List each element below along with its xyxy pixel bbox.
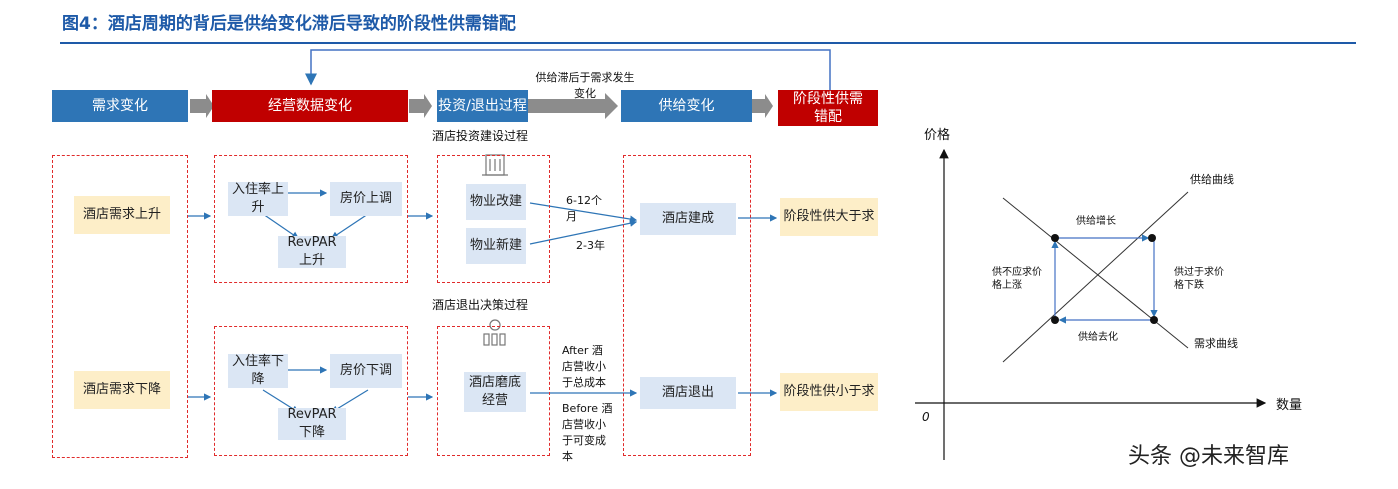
price-up-label-1: 供不应求价	[992, 267, 1042, 278]
before-note: Before 酒 店营收小 于可变成 本	[562, 401, 612, 465]
arrow-occ-revpar-up	[262, 213, 299, 239]
arrow-newbuild-built	[529, 219, 638, 245]
demand-curve-label: 需求曲线	[1194, 337, 1238, 350]
gray-arrow-1	[190, 94, 214, 118]
point-bottom-right	[1150, 316, 1158, 324]
point-top-left	[1051, 234, 1059, 242]
watermark: 头条 @未来智库	[1128, 444, 1289, 469]
supply-lag-line1: 供给滞后于需求发生	[535, 71, 635, 84]
revpar-down-line1: RevPAR	[287, 407, 337, 422]
supply-curve-line	[1002, 191, 1189, 363]
gray-arrow-3	[528, 93, 618, 119]
header-mismatch: 阶段性供需 错配	[778, 90, 878, 126]
demand-up-box: 酒店需求上升	[74, 196, 170, 234]
supply-curve-label: 供给曲线	[1190, 173, 1234, 186]
after-note: After 酒 店营收小 于总成本	[562, 343, 606, 391]
revpar-up-line2: 上升	[298, 253, 325, 268]
build-process-label: 酒店投资建设过程	[432, 129, 529, 143]
ops-up-frame	[214, 155, 408, 283]
supply-lag-line2: 变化	[574, 87, 596, 100]
before-note-1: Before 酒	[562, 402, 613, 415]
demand-down-box: 酒店需求下降	[74, 371, 170, 409]
origin-label: 0	[922, 410, 930, 424]
after-note-3: 于总成本	[562, 376, 606, 389]
header-supply-change: 供给变化	[621, 90, 752, 122]
ops-down-frame	[214, 326, 408, 456]
price-down-label: 供过于求价 格下跌	[1174, 266, 1224, 292]
arrow-renov-built	[529, 202, 638, 223]
price-down-label-2: 格下跌	[1174, 280, 1204, 291]
revpar-down-box: RevPAR 下降	[278, 407, 346, 440]
before-note-2: 店营收小	[562, 418, 606, 431]
after-note-1: After 酒	[562, 344, 603, 357]
time-label-1b: 月	[566, 210, 577, 223]
title-rule	[60, 42, 1356, 44]
new-build-box: 物业新建	[466, 228, 526, 264]
occ-down-box: 入住率下降	[228, 354, 288, 388]
grind-box: 酒店磨底经营	[464, 372, 526, 412]
gray-arrow-4	[752, 94, 773, 118]
price-down-label-1: 供过于求价	[1174, 267, 1224, 278]
supply-growth-label: 供给增长	[1076, 216, 1116, 227]
demand-curve-line	[1002, 197, 1189, 349]
time-label-2: 2-3年	[576, 239, 605, 252]
gray-arrow-2	[409, 94, 432, 118]
header-ops-data-change: 经营数据变化	[212, 90, 408, 122]
undersupply-box: 阶段性供小于求	[780, 373, 878, 411]
price-up-label-2: 格上涨	[992, 280, 1022, 291]
build-frame	[437, 155, 550, 283]
exit-process-label: 酒店退出决策过程	[432, 298, 529, 312]
hotel-built-box: 酒店建成	[640, 203, 736, 235]
renovation-box: 物业改建	[466, 184, 526, 220]
demand-column-frame	[52, 155, 188, 458]
revpar-up-box: RevPAR 上升	[278, 235, 346, 268]
supply-lag-note: 供给滞后于需求发生 变化	[530, 70, 640, 102]
header-demand-change: 需求变化	[52, 90, 188, 122]
arrow-price-revpar-up	[331, 213, 369, 239]
hotel-exit-box: 酒店退出	[640, 377, 736, 409]
header-mismatch-line1: 阶段性供需	[793, 91, 863, 107]
exit-frame	[437, 326, 550, 456]
header-ops-data-change-label: 经营数据变化	[268, 98, 352, 114]
time-label-1a: 6-12个	[566, 194, 602, 207]
point-top-right	[1148, 234, 1156, 242]
after-note-2: 店营收小	[562, 360, 606, 373]
feedback-loop-line	[305, 49, 831, 92]
header-demand-change-label: 需求变化	[92, 98, 148, 114]
before-note-4: 本	[562, 450, 573, 463]
header-invest-exit: 投资/退出过程	[437, 90, 528, 122]
occ-up-box: 入住率上升	[228, 182, 288, 216]
figure-title: 图4：酒店周期的背后是供给变化滞后导致的阶段性供需错配	[62, 14, 516, 34]
time-label-1: 6-12个 月	[566, 193, 602, 225]
revpar-up-line1: RevPAR	[287, 235, 337, 250]
money-icon	[483, 319, 506, 346]
before-note-3: 于可变成	[562, 434, 606, 447]
y-axis-label: 价格	[924, 128, 951, 143]
point-bottom-left	[1051, 316, 1059, 324]
price-down-box: 房价下调	[330, 354, 402, 388]
header-mismatch-line2: 错配	[814, 109, 842, 125]
price-up-box: 房价上调	[330, 182, 402, 216]
header-invest-exit-label: 投资/退出过程	[438, 98, 527, 114]
x-axis-label: 数量	[1276, 398, 1303, 413]
revpar-down-line2: 下降	[298, 425, 325, 440]
supply-destock-label: 供给去化	[1078, 332, 1118, 343]
header-supply-change-label: 供给变化	[658, 98, 715, 114]
price-up-label: 供不应求价 格上涨	[992, 266, 1042, 292]
supply-column-frame	[623, 155, 751, 456]
oversupply-box: 阶段性供大于求	[780, 198, 878, 236]
